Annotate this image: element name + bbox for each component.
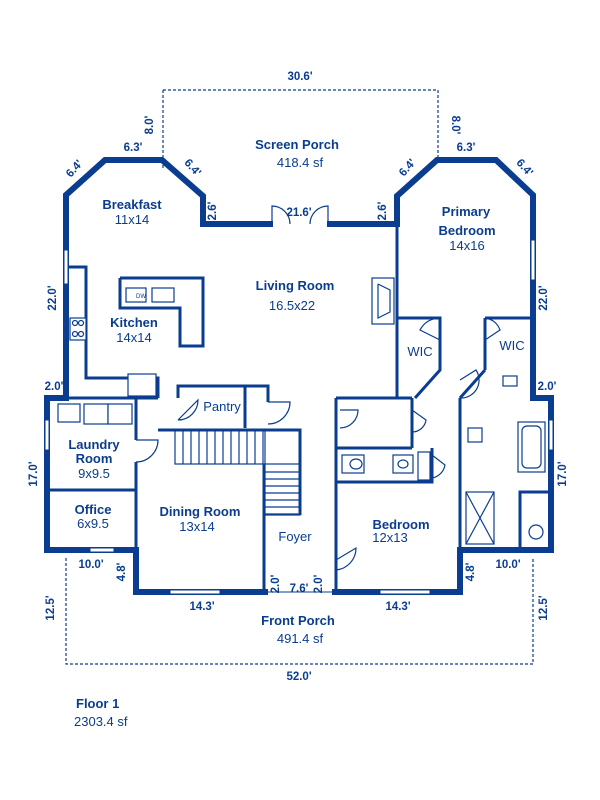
- toilet-icon: [528, 524, 544, 540]
- laundry-dim: 9x9.5: [78, 466, 110, 481]
- dim-right-220: 22.0': [538, 285, 550, 310]
- dim-right-100: 10.0': [495, 559, 520, 571]
- dim-porch-right: 8.0': [449, 116, 461, 135]
- sink-icon: [392, 454, 414, 474]
- dim-top-porch: 30.6': [287, 71, 312, 83]
- primary-bedroom-name-2: Bedroom: [438, 223, 495, 238]
- dim-left-inner-64: 6.4': [182, 157, 204, 179]
- dim-left-26: 2.6': [207, 201, 219, 220]
- dim-porch-left: 8.0': [144, 115, 156, 134]
- laundry-name-1: Laundry: [68, 437, 120, 452]
- primary-bedroom-name-1: Primary: [442, 204, 491, 219]
- dim-left-63: 6.3': [124, 142, 143, 154]
- dim-right-48: 4.8': [465, 562, 477, 581]
- floor-area: 2303.4 sf: [74, 714, 128, 729]
- kitchen-island: [69, 276, 205, 397]
- kitchen-name: Kitchen: [110, 315, 158, 330]
- screen-porch-name: Screen Porch: [255, 137, 339, 152]
- dim-entry-76: 7.6': [290, 583, 309, 595]
- wic-right-name: WIC: [499, 338, 524, 353]
- dining-room-name: Dining Room: [160, 504, 241, 519]
- dim-right-143: 14.3': [385, 601, 410, 613]
- cooktop-icon: [69, 317, 87, 341]
- dryer-icon: [107, 403, 133, 425]
- dishwasher-label: DW: [136, 294, 146, 300]
- front-porch-name: Front Porch: [261, 613, 335, 628]
- laundry-fixtures: [57, 403, 133, 425]
- dim-bottom-520: 52.0': [286, 671, 311, 683]
- windows: [44, 239, 554, 595]
- dim-left-170: 17.0': [28, 461, 40, 486]
- bath-fixtures: [341, 451, 431, 481]
- washer-icon: [83, 403, 109, 425]
- stairs: [174, 429, 301, 516]
- floor-summary: Floor 1 2303.4 sf: [74, 696, 128, 729]
- wic-left-name: WIC: [407, 344, 432, 359]
- screen-porch-dim: 418.4 sf: [277, 155, 324, 170]
- dim-left-125: 12.5': [45, 595, 57, 620]
- dim-left-20: 2.0': [45, 381, 64, 393]
- front-porch-outline: [65, 558, 534, 665]
- dishwasher-icon: [125, 287, 147, 303]
- floor-title: Floor 1: [76, 696, 119, 711]
- dim-right-26: 2.6': [377, 201, 389, 220]
- breakfast-dim: 11x14: [115, 212, 149, 227]
- living-room-dim: 16.5x22: [269, 298, 315, 313]
- dim-door-216: 21.6': [286, 207, 311, 219]
- primary-bedroom-dim: 14x16: [449, 238, 484, 253]
- dim-left-143: 14.3': [189, 601, 214, 613]
- dim-right-125: 12.5': [538, 595, 550, 620]
- doors: [135, 205, 501, 593]
- bath-sink-icon: [502, 375, 518, 387]
- breakfast-name: Breakfast: [102, 197, 162, 212]
- toilet-icon: [341, 454, 365, 474]
- living-room-name: Living Room: [256, 278, 335, 293]
- primary-bath-fixtures: [465, 375, 546, 545]
- shelf-icon: [417, 451, 431, 481]
- fireplace-icon: [371, 277, 395, 325]
- screen-porch-outline: [162, 89, 439, 168]
- dim-entry-20-left: 2.0': [270, 574, 282, 593]
- pantry-name: Pantry: [203, 399, 241, 414]
- dim-right-20: 2.0': [538, 381, 557, 393]
- bedroom-dim: 12x13: [372, 530, 407, 545]
- fridge-icon: [127, 373, 157, 397]
- foyer-name: Foyer: [278, 529, 312, 544]
- kitchen-dim: 14x14: [116, 330, 151, 345]
- dining-room-dim: 13x14: [179, 519, 214, 534]
- laundry-name-2: Room: [76, 451, 113, 466]
- bedroom-name: Bedroom: [372, 517, 429, 532]
- front-porch-dim: 491.4 sf: [277, 631, 324, 646]
- laundry-sink-icon: [57, 403, 81, 423]
- dim-left-100: 10.0': [78, 559, 103, 571]
- dim-right-170: 17.0': [557, 461, 569, 486]
- dim-left-220: 22.0': [47, 285, 59, 310]
- bath-sink-icon: [467, 427, 483, 443]
- office-dim: 6x9.5: [77, 516, 109, 531]
- room-labels: Screen Porch 418.4 sf Breakfast 11x14 Li…: [68, 137, 524, 646]
- dim-right-63: 6.3': [457, 142, 476, 154]
- dim-left-48: 4.8': [116, 562, 128, 581]
- dim-entry-20-right: 2.0': [313, 574, 325, 593]
- sink-icon: [151, 287, 175, 303]
- office-name: Office: [75, 502, 112, 517]
